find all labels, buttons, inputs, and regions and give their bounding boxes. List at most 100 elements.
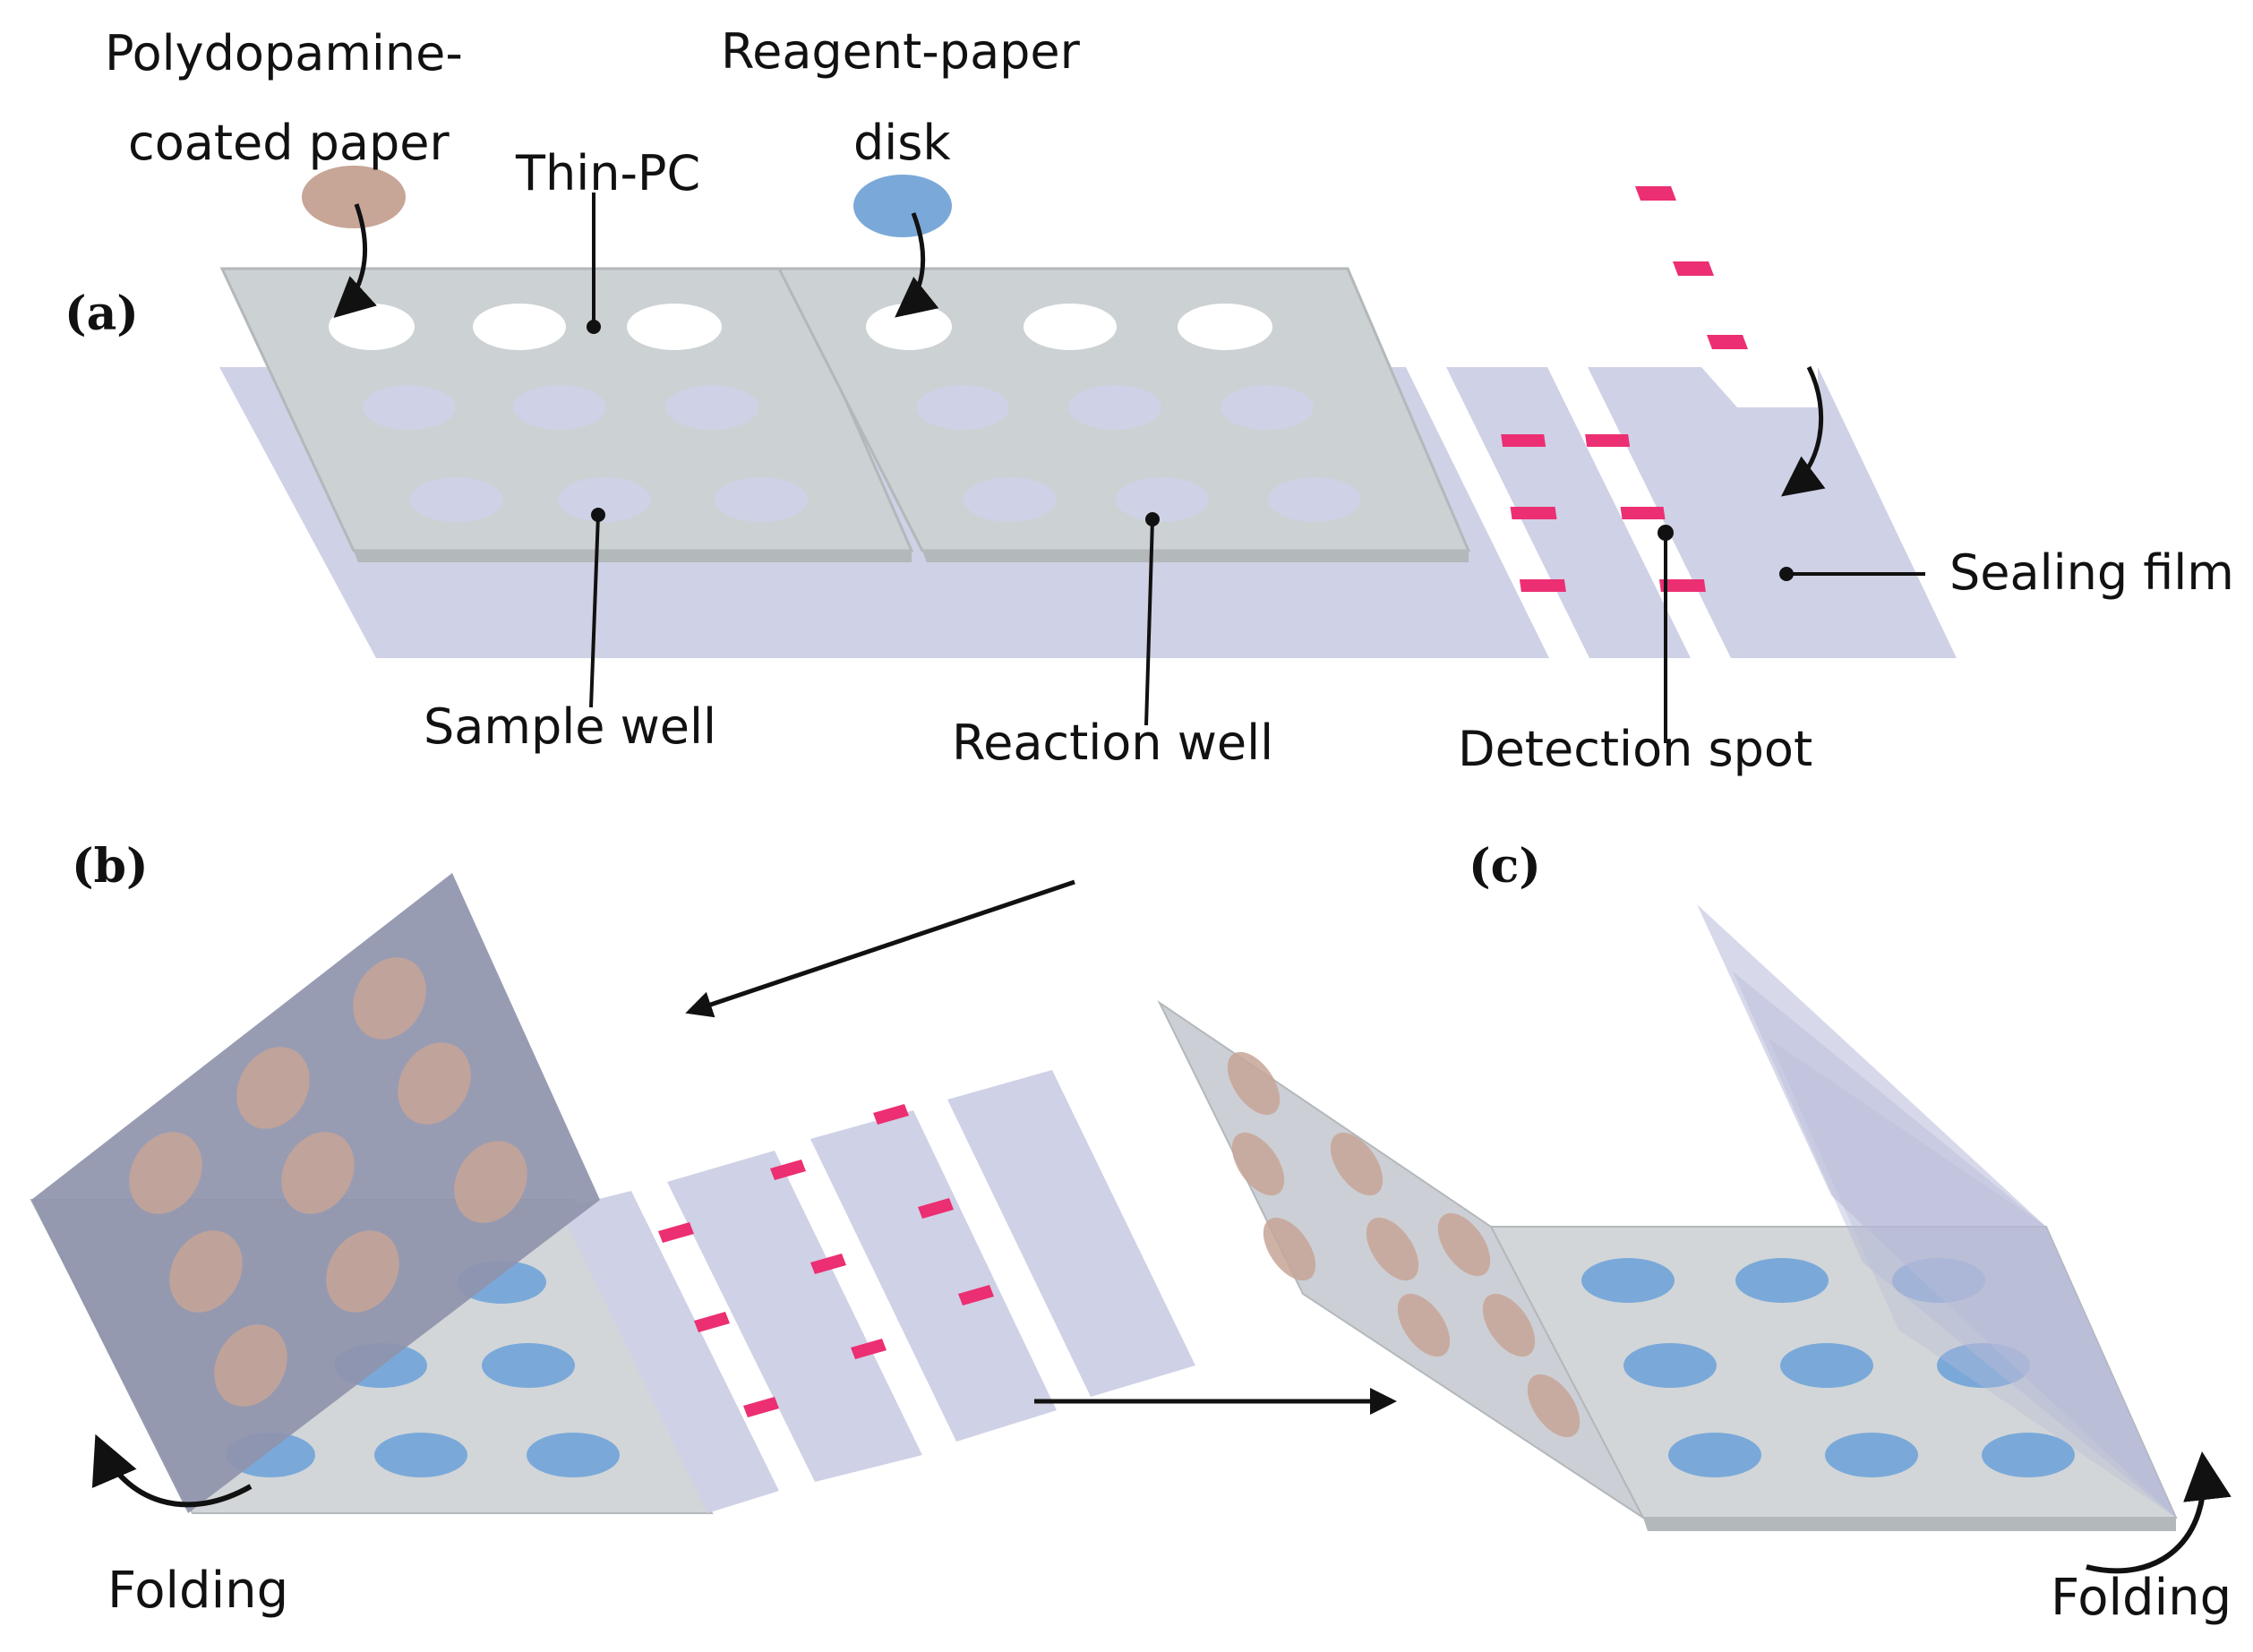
detection-mark bbox=[658, 1222, 694, 1243]
film-flap bbox=[1769, 1039, 2176, 1518]
leader-dot bbox=[1779, 567, 1794, 581]
well-hole bbox=[715, 477, 808, 522]
reagent-disk bbox=[1735, 1258, 1829, 1303]
polydopamine-paper-disk bbox=[302, 166, 406, 228]
well-hole bbox=[1221, 385, 1314, 430]
pc-base-sheet-c-edge bbox=[1643, 1518, 2176, 1531]
well-hole bbox=[513, 385, 606, 430]
label-reaction-well: Reaction well bbox=[952, 715, 1273, 771]
well-hole bbox=[1116, 477, 1209, 522]
detection-marks-b bbox=[658, 1104, 994, 1417]
well-hole bbox=[1268, 477, 1361, 522]
brown-disk bbox=[353, 957, 426, 1040]
reagent-disk bbox=[1825, 1433, 1918, 1477]
panel-a-letter: (a) bbox=[64, 287, 139, 341]
brown-disk bbox=[326, 1230, 399, 1313]
brown-disk bbox=[281, 1132, 355, 1214]
film-strip bbox=[631, 1182, 815, 1491]
folding-arrow-c bbox=[2086, 1451, 2232, 1574]
panel-b: (b) bbox=[30, 839, 1397, 1620]
detection-mark bbox=[1510, 507, 1557, 519]
label-sealing-film: Sealing film bbox=[1949, 544, 2234, 601]
thin-pc-sheet-2-edge bbox=[922, 551, 1469, 562]
brown-disk bbox=[398, 1042, 471, 1125]
detection-mark bbox=[1501, 434, 1546, 447]
falling-strip bbox=[1733, 354, 1769, 407]
well-hole bbox=[410, 477, 503, 522]
reaction-wells bbox=[866, 304, 1361, 522]
well-hole bbox=[866, 304, 952, 350]
leader-sample-well bbox=[589, 514, 600, 708]
well-hole bbox=[627, 304, 722, 350]
panel-c: (c) bbox=[1157, 839, 2232, 1627]
panel-c-letter: (c) bbox=[1469, 839, 1541, 894]
film-strip bbox=[667, 1151, 922, 1482]
label-reagent-line2: disk bbox=[853, 115, 951, 171]
well-hole bbox=[1024, 304, 1117, 350]
leader-dot bbox=[1145, 512, 1160, 526]
detection-mark bbox=[1707, 335, 1748, 349]
brown-disk bbox=[454, 1141, 527, 1223]
label-polydopamine-line1: Polydopamine- bbox=[105, 25, 463, 81]
detection-mark bbox=[958, 1285, 994, 1305]
label-sample-well: Sample well bbox=[424, 698, 716, 755]
brown-disk bbox=[1366, 1217, 1419, 1281]
disk-insert-arrow bbox=[895, 212, 939, 318]
polydopamine-disks-b bbox=[129, 957, 527, 1407]
film-strip bbox=[947, 1070, 1195, 1397]
detection-mark bbox=[1519, 579, 1566, 592]
brown-disk bbox=[1397, 1293, 1451, 1357]
reagent-disk bbox=[1780, 1343, 1873, 1388]
detection-mark bbox=[1585, 434, 1631, 447]
leader-dot bbox=[591, 508, 605, 522]
detection-mark bbox=[873, 1104, 909, 1125]
well-hole bbox=[1178, 304, 1272, 350]
brown-disk bbox=[1231, 1132, 1285, 1196]
detection-mark bbox=[1673, 261, 1714, 276]
leader-dot bbox=[587, 320, 601, 334]
detection-mark bbox=[810, 1254, 846, 1274]
well-hole bbox=[558, 477, 651, 522]
film-fold-arrow bbox=[1781, 365, 1826, 497]
arrow-a-to-b bbox=[685, 879, 1075, 1018]
detection-mark bbox=[918, 1198, 954, 1219]
panel-b-letter: (b) bbox=[72, 839, 149, 894]
reagent-disk bbox=[482, 1343, 575, 1388]
disk-insert-arrow bbox=[333, 203, 377, 319]
film-flap bbox=[1733, 972, 2176, 1518]
brown-disk bbox=[1437, 1212, 1491, 1277]
leader-dot bbox=[1658, 525, 1674, 541]
detection-mark bbox=[851, 1339, 887, 1359]
well-hole bbox=[964, 477, 1057, 522]
brown-disk bbox=[1227, 1051, 1281, 1116]
polydopamine-disks-c bbox=[1227, 1051, 1581, 1438]
film-flap bbox=[1697, 904, 2176, 1518]
thin-pc-sheet-1-edge bbox=[354, 551, 912, 562]
sample-wells bbox=[329, 304, 808, 522]
brown-disk bbox=[1330, 1132, 1383, 1196]
label-reagent-line1: Reagent-paper bbox=[721, 23, 1081, 80]
brown-disk bbox=[1527, 1374, 1581, 1438]
detection-mark bbox=[1658, 579, 1706, 592]
reagent-disk bbox=[1668, 1433, 1761, 1477]
label-thin-pc: Thin-PC bbox=[515, 145, 700, 201]
brown-disk bbox=[169, 1230, 243, 1313]
reagent-disk bbox=[527, 1433, 620, 1477]
detection-mark bbox=[743, 1397, 779, 1417]
well-hole bbox=[1068, 385, 1161, 430]
well-hole bbox=[916, 385, 1009, 430]
brown-disk bbox=[129, 1132, 202, 1214]
label-polydopamine-line2: coated paper bbox=[128, 115, 450, 171]
well-hole bbox=[665, 385, 758, 430]
film-strip bbox=[810, 1110, 1057, 1442]
falling-marks bbox=[1635, 186, 1748, 349]
film-strip bbox=[1052, 1061, 1227, 1365]
detection-marks bbox=[1501, 434, 1706, 592]
reagent-paper-disk bbox=[853, 175, 952, 237]
detection-mark bbox=[694, 1312, 730, 1332]
reagent-disk bbox=[1581, 1258, 1675, 1303]
brown-disk bbox=[236, 1047, 310, 1129]
detection-mark bbox=[1635, 186, 1676, 201]
